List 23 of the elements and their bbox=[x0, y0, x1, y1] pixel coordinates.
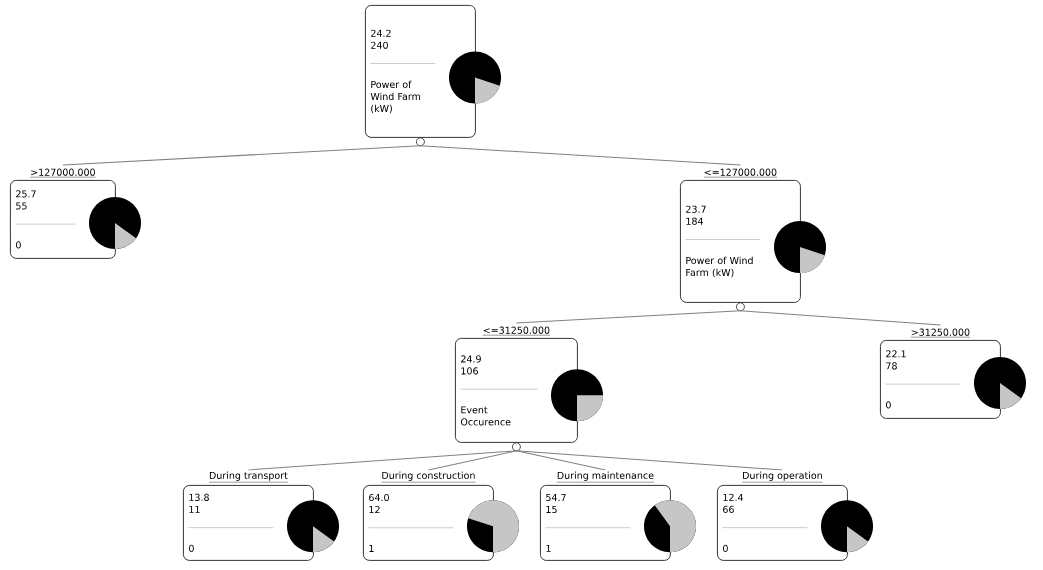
edge-label: During operation bbox=[741, 470, 824, 484]
edge-label: During transport bbox=[208, 470, 289, 484]
edge-label: >127000.000 bbox=[29, 167, 97, 179]
connector-line bbox=[515, 310, 741, 324]
tree-node-box: 54.7 15 1 bbox=[540, 485, 671, 561]
tree-node-box: 13.8 11 0 bbox=[183, 485, 314, 561]
connector-line bbox=[62, 145, 421, 166]
edge-label: >31250.000 bbox=[909, 327, 972, 339]
edge-label: <=127000.000 bbox=[702, 167, 779, 179]
connector-line bbox=[419, 145, 741, 166]
connector-line bbox=[247, 450, 517, 471]
tree-node-box: 23.7 184 Power of Wind Farm (kW) bbox=[680, 180, 801, 312]
tree-node-box: 64.0 12 1 bbox=[363, 485, 494, 561]
tree-node-box: 22.1 78 0 bbox=[880, 340, 1001, 419]
edge-label: During construction bbox=[380, 470, 477, 484]
connector-line bbox=[739, 310, 941, 326]
connector-line bbox=[515, 450, 783, 471]
tree-node-box: 24.9 106 Event Occurence bbox=[455, 338, 578, 452]
connector-line bbox=[427, 450, 517, 471]
tree-node-box: 12.4 66 0 bbox=[717, 485, 848, 561]
tree-node-box: 24.2 240 Power of Wind Farm (kW) bbox=[365, 5, 476, 147]
edge-label: <=31250.000 bbox=[481, 325, 552, 337]
edge-label: During maintenance bbox=[555, 470, 655, 484]
